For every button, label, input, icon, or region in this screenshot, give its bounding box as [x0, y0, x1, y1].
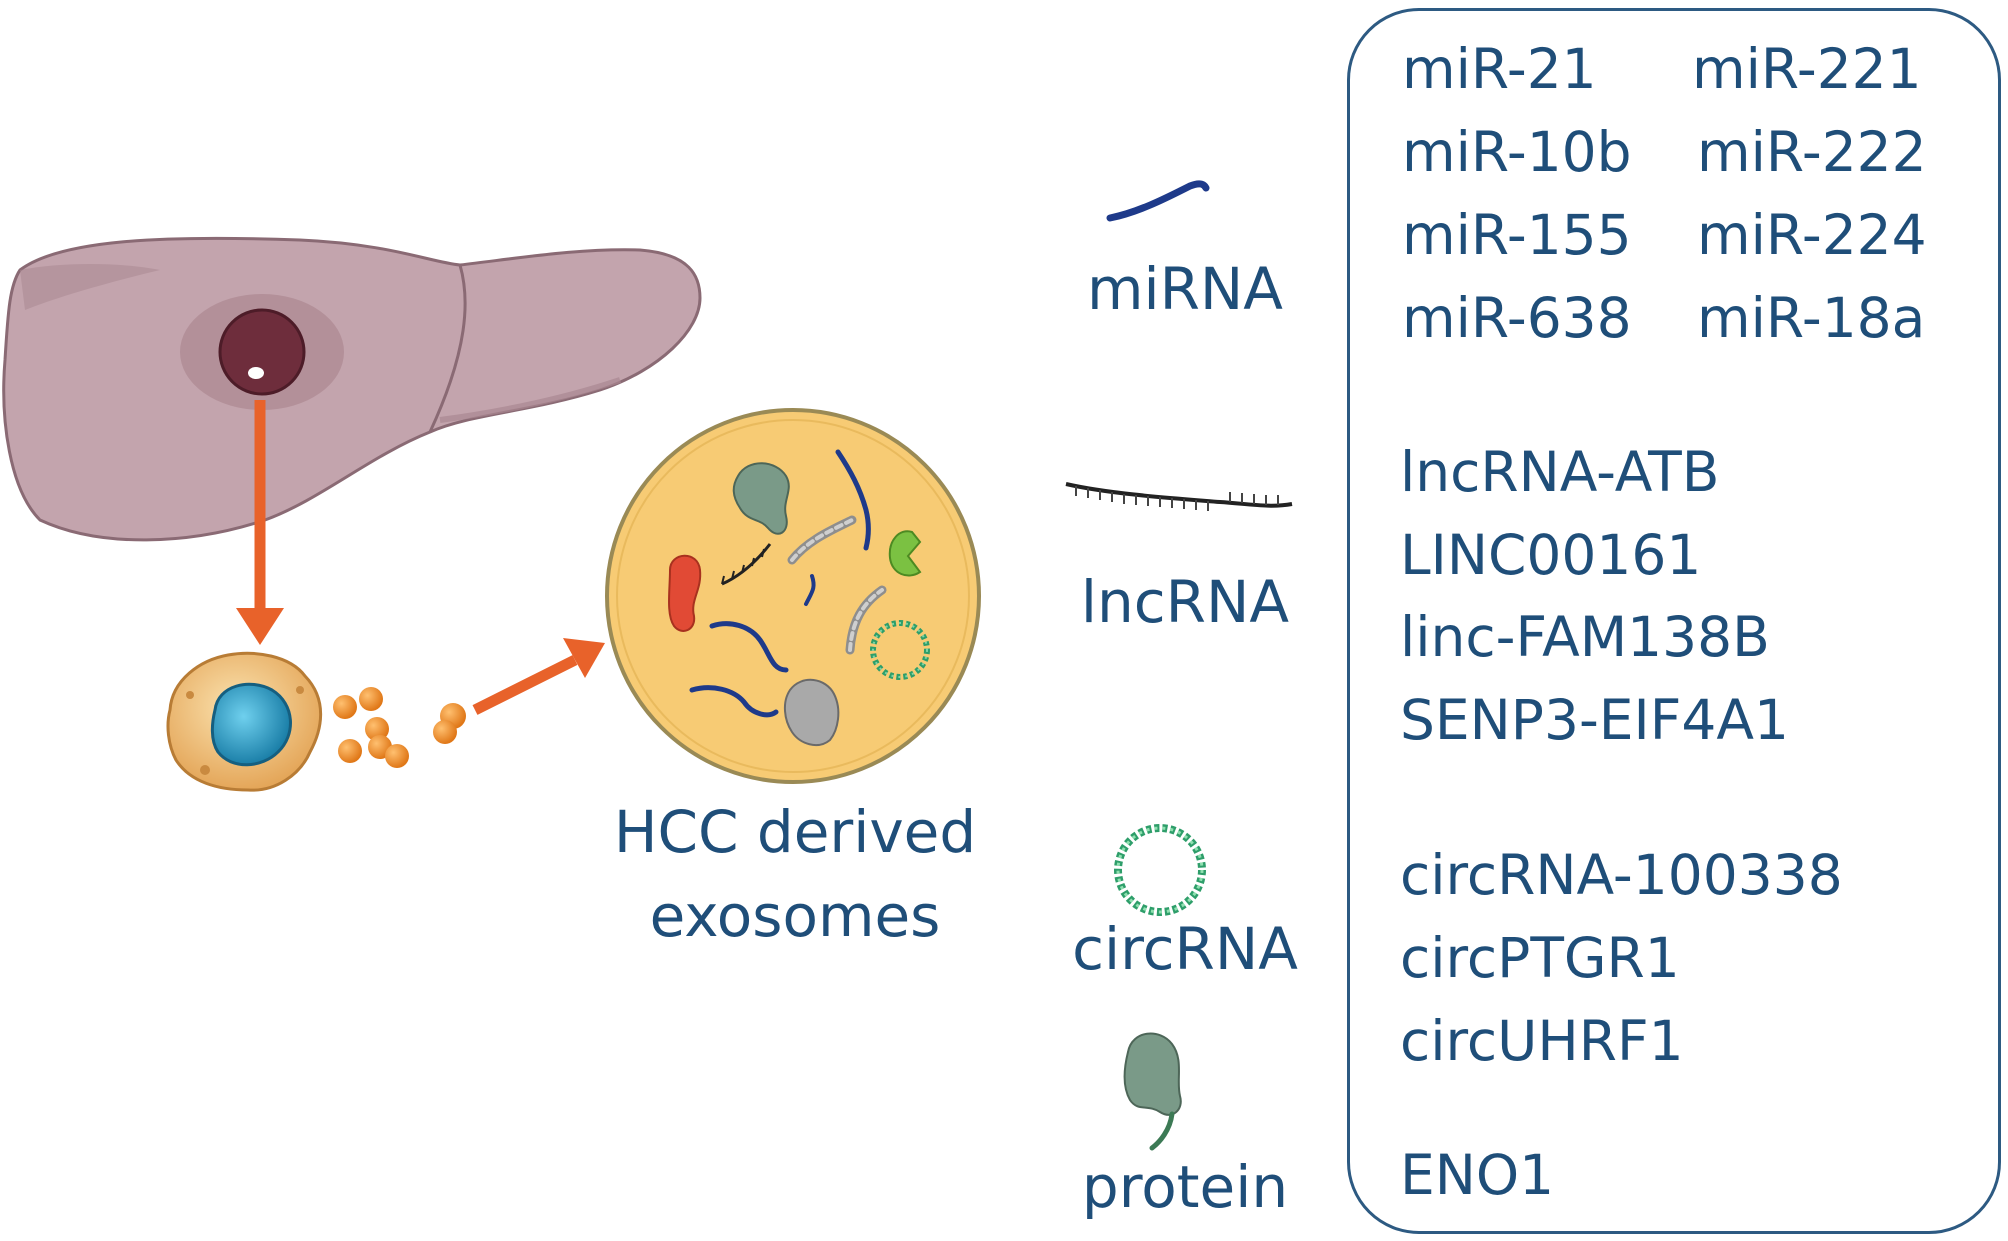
mirna-item: miR-21: [1402, 37, 1597, 101]
mirna-item: miR-638: [1402, 286, 1632, 350]
mirna-item: miR-221: [1692, 37, 1922, 101]
mirna-item: miR-222: [1697, 120, 1927, 184]
exosome-illustration: [605, 408, 981, 784]
circrna-item: circUHRF1: [1400, 1009, 1684, 1073]
mirna-item: miR-18a: [1697, 286, 1926, 350]
mirna-item: miR-224: [1697, 203, 1927, 267]
lncrna-item: SENP3-EIF4A1: [1400, 688, 1790, 752]
cancer-cell-illustration: [166, 651, 323, 792]
lncrna-item: linc-FAM138B: [1400, 605, 1770, 669]
circrna-label: circRNA: [1072, 915, 1298, 983]
liver-illustration: [2, 236, 702, 542]
mirna-strand-icon: [1106, 180, 1210, 222]
circrna-item: circPTGR1: [1400, 926, 1680, 990]
circrna-item: circRNA-100338: [1400, 843, 1843, 907]
mirna-label: miRNA: [1087, 255, 1283, 323]
exosome-title: HCC derived exosomes: [585, 790, 1005, 958]
lncrna-label: lncRNA: [1080, 568, 1290, 636]
lncrna-item: lncRNA-ATB: [1400, 440, 1720, 504]
released-vesicles: [333, 687, 466, 768]
lncrna-item: LINC00161: [1400, 523, 1702, 587]
protein-icon: [1123, 1032, 1182, 1151]
protein-label: protein: [1081, 1153, 1289, 1221]
mirna-item: miR-10b: [1402, 120, 1632, 184]
circrna-ring-icon: [1114, 824, 1206, 916]
exosome-title-line1: HCC derived: [613, 798, 977, 866]
arrow-down-icon: [236, 400, 284, 645]
lncrna-strand-icon: [1065, 482, 1293, 511]
exosome-title-line2: exosomes: [649, 882, 941, 951]
molecule-list-box: [1347, 8, 2001, 1234]
protein-item: ENO1: [1400, 1143, 1555, 1207]
mirna-item: miR-155: [1402, 203, 1632, 267]
arrow-diagonal-icon: [472, 638, 605, 715]
